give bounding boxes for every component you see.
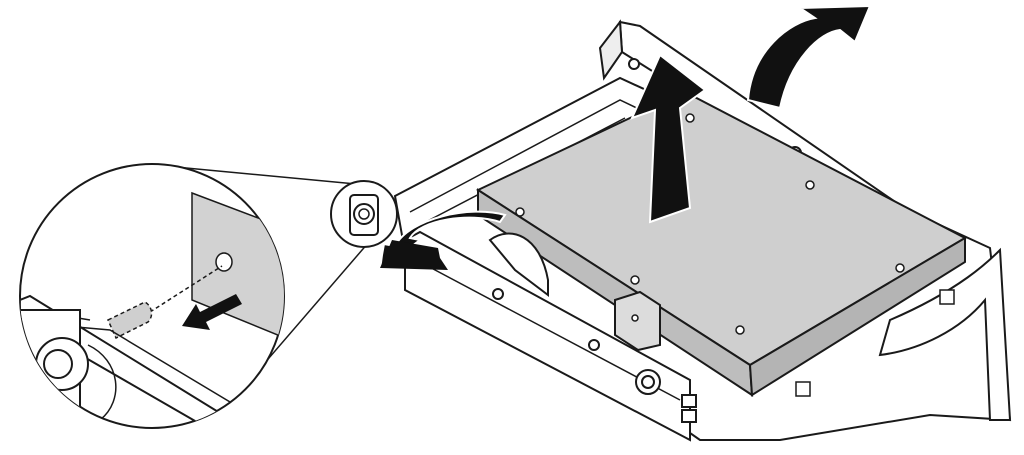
detail-source-circle — [330, 180, 398, 248]
magnifier-leaders — [164, 165, 376, 381]
rotate-arrow-icon — [746, 4, 872, 110]
pin-ghost — [107, 301, 153, 340]
pull-arrow-head — [380, 240, 448, 270]
lift-arrow-icon — [630, 53, 707, 224]
hard-drive — [475, 90, 968, 397]
pull-arrow-icon — [378, 210, 507, 273]
pin-pull-arrow-icon — [182, 294, 242, 330]
magnified-detail — [19, 163, 285, 429]
